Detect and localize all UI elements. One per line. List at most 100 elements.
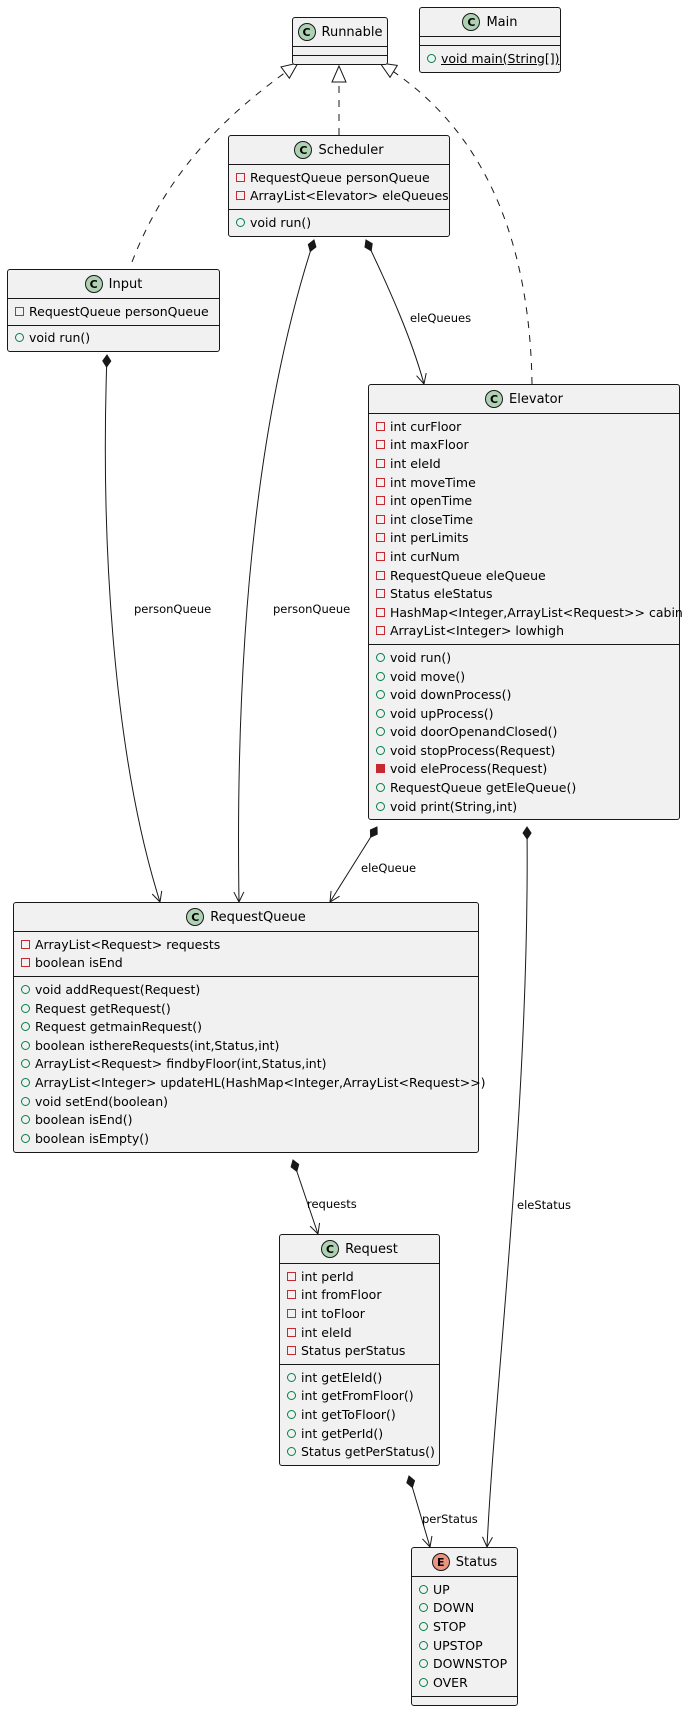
private-visibility-icon	[376, 570, 385, 580]
public-visibility-icon	[21, 1059, 30, 1069]
class-attribute: ArrayList<Integer> lowhigh	[369, 622, 679, 641]
class-stereotype-icon: C	[294, 141, 313, 159]
methods-section: void run()	[8, 324, 219, 352]
member-text: boolean isEnd()	[35, 1112, 133, 1128]
class-stereotype-icon: C	[462, 13, 481, 31]
composition-diamond	[102, 354, 112, 368]
class-attribute: DOWNSTOP	[412, 1654, 517, 1673]
relation-line	[365, 239, 425, 385]
member-text: ArrayList<Request> requests	[35, 936, 221, 952]
relation-line	[292, 1159, 319, 1235]
class-stereotype-icon: C	[297, 23, 316, 41]
class-name: RequestQueue	[210, 909, 306, 925]
public-visibility-icon	[419, 1603, 428, 1613]
member-text: int eleId	[301, 1324, 352, 1340]
public-visibility-icon	[287, 1447, 296, 1457]
relation-label: requests	[307, 1197, 357, 1211]
member-text: HashMap<Integer,ArrayList<Request>> cabi…	[390, 604, 683, 620]
class-method: void run()	[369, 648, 679, 667]
class-method: int getFromFloor()	[280, 1387, 439, 1406]
public-visibility-icon	[21, 1003, 30, 1013]
relation-input-runnable	[131, 62, 300, 263]
private-visibility-icon	[376, 496, 385, 506]
member-text: boolean isEmpty()	[35, 1130, 149, 1146]
member-text: Status perStatus	[301, 1343, 406, 1359]
member-text: void setEnd(boolean)	[35, 1093, 169, 1109]
public-visibility-icon	[376, 690, 385, 700]
class-method: void run()	[229, 213, 449, 232]
private-visibility-icon	[376, 764, 385, 774]
private-visibility-icon	[15, 306, 24, 316]
class-method: boolean isthereRequests(int,Status,int)	[14, 1036, 478, 1055]
class-attribute: RequestQueue personQueue	[229, 168, 449, 187]
member-text: boolean isEnd	[35, 955, 123, 971]
public-visibility-icon	[287, 1391, 296, 1401]
class-method: void eleProcess(Request)	[369, 760, 679, 779]
class-attribute: int maxFloor	[369, 436, 679, 455]
class-method: Request getRequest()	[14, 999, 478, 1018]
member-text: int curNum	[390, 548, 460, 564]
class-attribute: int perId	[280, 1267, 439, 1286]
member-text: void run()	[390, 649, 452, 665]
public-visibility-icon	[376, 727, 385, 737]
class-attribute: int curFloor	[369, 417, 679, 436]
class-method: void setEnd(boolean)	[14, 1092, 478, 1111]
member-text: int maxFloor	[390, 437, 469, 453]
relation-scheduler-requestqueue	[233, 239, 317, 904]
class-attribute: STOP	[412, 1617, 517, 1636]
private-visibility-icon	[236, 172, 245, 182]
attributes-section	[420, 36, 560, 45]
methods-section	[293, 55, 387, 64]
class-method: ArrayList<Request> findbyFloor(int,Statu…	[14, 1055, 478, 1074]
relation-input-requestqueue	[102, 354, 163, 904]
relation-line	[131, 62, 299, 263]
class-attribute: ArrayList<Elevator> eleQueues	[229, 187, 449, 206]
public-visibility-icon	[419, 1659, 428, 1669]
member-text: Request getmainRequest()	[35, 1019, 203, 1035]
class-method: void doorOpenandClosed()	[369, 723, 679, 742]
public-visibility-icon	[376, 783, 385, 793]
member-text: int openTime	[390, 493, 473, 509]
relation-label: eleQueues	[410, 311, 472, 325]
member-text: int fromFloor	[301, 1287, 382, 1303]
composition-diamond	[369, 826, 378, 838]
class-method: ArrayList<Integer> updateHL(HashMap<Inte…	[14, 1073, 486, 1092]
private-visibility-icon	[287, 1308, 296, 1318]
relation-elevator-runnable	[378, 62, 533, 385]
public-visibility-icon	[376, 745, 385, 755]
class-stereotype-icon: C	[485, 390, 504, 408]
class-attribute: int curNum	[369, 547, 679, 566]
private-visibility-icon	[21, 958, 30, 968]
class-method: void run()	[8, 329, 219, 348]
relation-label: eleQueue	[361, 861, 417, 875]
private-visibility-icon	[376, 607, 385, 617]
member-text: int curFloor	[390, 418, 462, 434]
methods-section	[412, 1695, 517, 1705]
member-text: RequestQueue personQueue	[250, 169, 430, 185]
class-method: Request getmainRequest()	[14, 1017, 478, 1036]
member-text: ArrayList<Integer> updateHL(HashMap<Inte…	[35, 1074, 486, 1090]
member-text: void addRequest(Request)	[35, 981, 201, 997]
relation-elevator-status	[482, 826, 532, 1549]
private-visibility-icon	[376, 589, 385, 599]
class-attribute: ArrayList<Request> requests	[14, 935, 478, 954]
member-text: int eleId	[390, 455, 441, 471]
member-text: Status eleStatus	[390, 586, 493, 602]
member-text: RequestQueue personQueue	[29, 303, 209, 319]
member-text: UPSTOP	[433, 1637, 483, 1653]
public-visibility-icon	[21, 1133, 30, 1143]
private-visibility-icon	[376, 440, 385, 450]
class-stereotype-icon: C	[84, 275, 103, 293]
class-stereotype-icon: C	[321, 1240, 340, 1258]
public-visibility-icon	[21, 1040, 30, 1050]
public-visibility-icon	[287, 1372, 296, 1382]
private-visibility-icon	[287, 1271, 296, 1281]
private-visibility-icon	[376, 533, 385, 543]
